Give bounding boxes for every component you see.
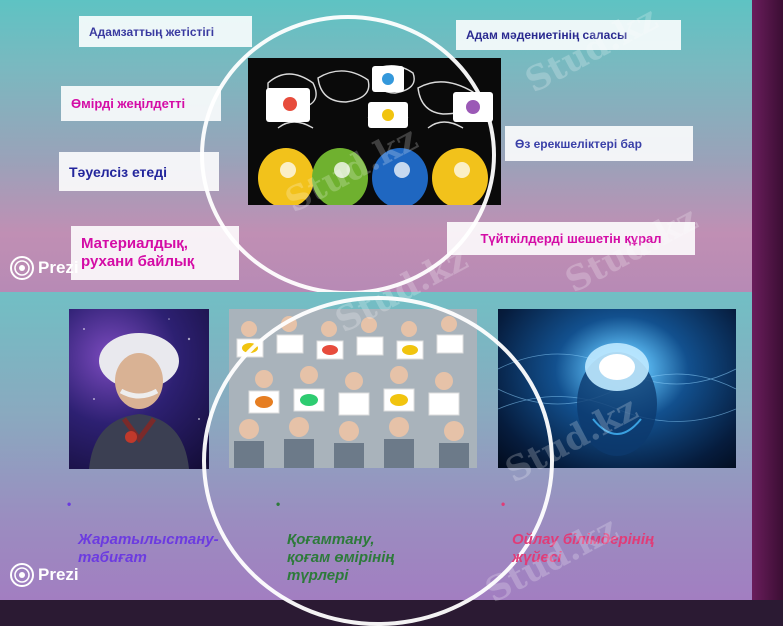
brain-head-photo <box>498 309 736 468</box>
prezi-icon <box>10 563 34 587</box>
bullet-text: Жаратылыстану- табиғат <box>78 531 219 566</box>
label-achievement: Адамзаттың жетістігі <box>79 16 252 47</box>
top-circle-outline <box>200 15 496 292</box>
bullet-dot: • <box>501 497 506 511</box>
bullet-dot: • <box>276 497 281 511</box>
label-independent: Тәуелсіз етеді <box>59 152 219 191</box>
bullet-thinking-system: • Ойлау білімдерінің жүйесі <box>501 495 712 567</box>
bullet-text: Қоғамтану, қоғам өмірінің түрлері <box>287 531 395 584</box>
side-strip <box>752 0 783 600</box>
prezi-logo-bottom: Prezi <box>10 563 79 587</box>
label-ease-life: Өмірді жеңілдетті <box>61 86 221 121</box>
label-problem-tool: Түйткілдерді шешетін құрал <box>447 222 695 255</box>
bullet-dot: • <box>67 497 72 511</box>
label-culture-branch: Адам мәдениетінің саласы <box>456 20 681 50</box>
prezi-icon <box>10 256 34 280</box>
einstein-photo <box>69 309 209 469</box>
slide-top: Адамзаттың жетістігі Адам мәдениетінің с… <box>0 0 752 292</box>
label-features: Өз ерекшеліктері бар <box>505 126 693 161</box>
prezi-text: Prezi <box>38 565 79 584</box>
bullet-natural-science: • Жаратылыстану- табиғат <box>67 495 258 567</box>
label-material-spiritual: Материалдық, рухани байлық <box>71 226 239 280</box>
bullet-social-science: • Қоғамтану, қоғам өмірінің түрлері <box>276 495 467 585</box>
prezi-logo-top: Prezi <box>10 256 79 280</box>
prezi-text: Prezi <box>38 258 79 277</box>
bullet-text: Ойлау білімдерінің жүйесі <box>512 531 655 566</box>
